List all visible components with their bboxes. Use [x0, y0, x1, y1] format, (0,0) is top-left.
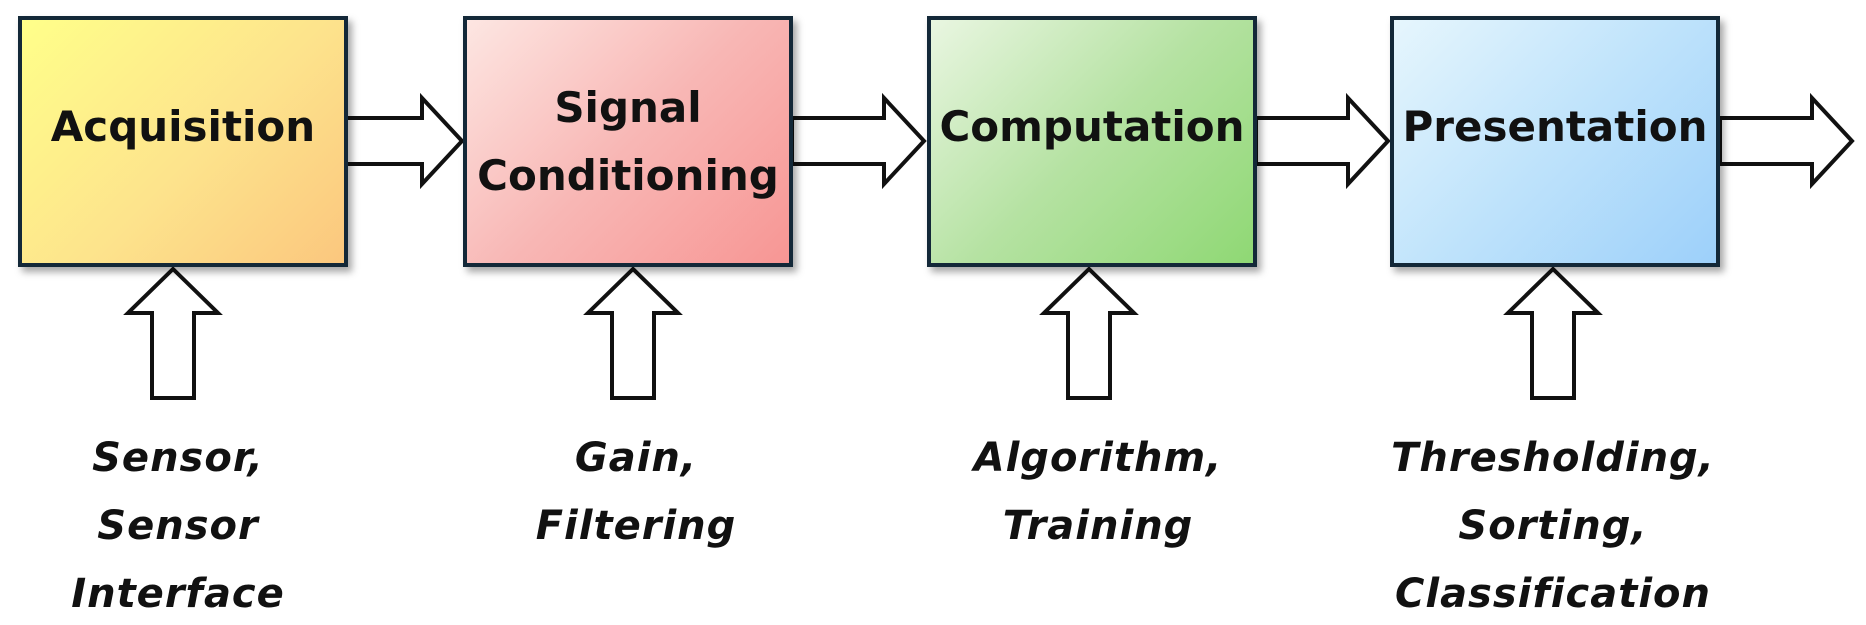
input-label-acquisition: Sensor, Sensor Interface: [71, 435, 285, 617]
stage-label-computation: Computation: [939, 101, 1245, 151]
input-label-signal-conditioning: Gain, Filtering: [535, 435, 737, 549]
flow-arrow-computation-to-presentation: [1254, 92, 1391, 190]
input-label-presentation: Thresholding, Sorting, Classification: [1391, 435, 1715, 617]
input-arrow-signal: [583, 266, 683, 400]
stage-box-acquisition: Acquisition: [18, 16, 348, 267]
stage-box-signal-conditioning: Signal Conditioning: [463, 16, 793, 267]
flow-arrow-output: [1718, 92, 1855, 190]
flow-arrow-acquisition-to-signal: [335, 92, 465, 190]
stage-box-presentation: Presentation: [1390, 16, 1720, 267]
input-arrow-acquisition: [123, 266, 223, 400]
stage-box-computation: Computation: [927, 16, 1257, 267]
input-arrow-computation: [1039, 266, 1139, 400]
flow-arrow-signal-to-computation: [790, 92, 927, 190]
input-label-computation: Algorithm, Training: [973, 435, 1223, 549]
input-arrow-presentation: [1503, 266, 1603, 400]
stage-label-acquisition: Acquisition: [50, 101, 316, 151]
stage-label-signal-conditioning: Signal Conditioning: [477, 82, 779, 200]
stage-label-presentation: Presentation: [1402, 101, 1708, 151]
